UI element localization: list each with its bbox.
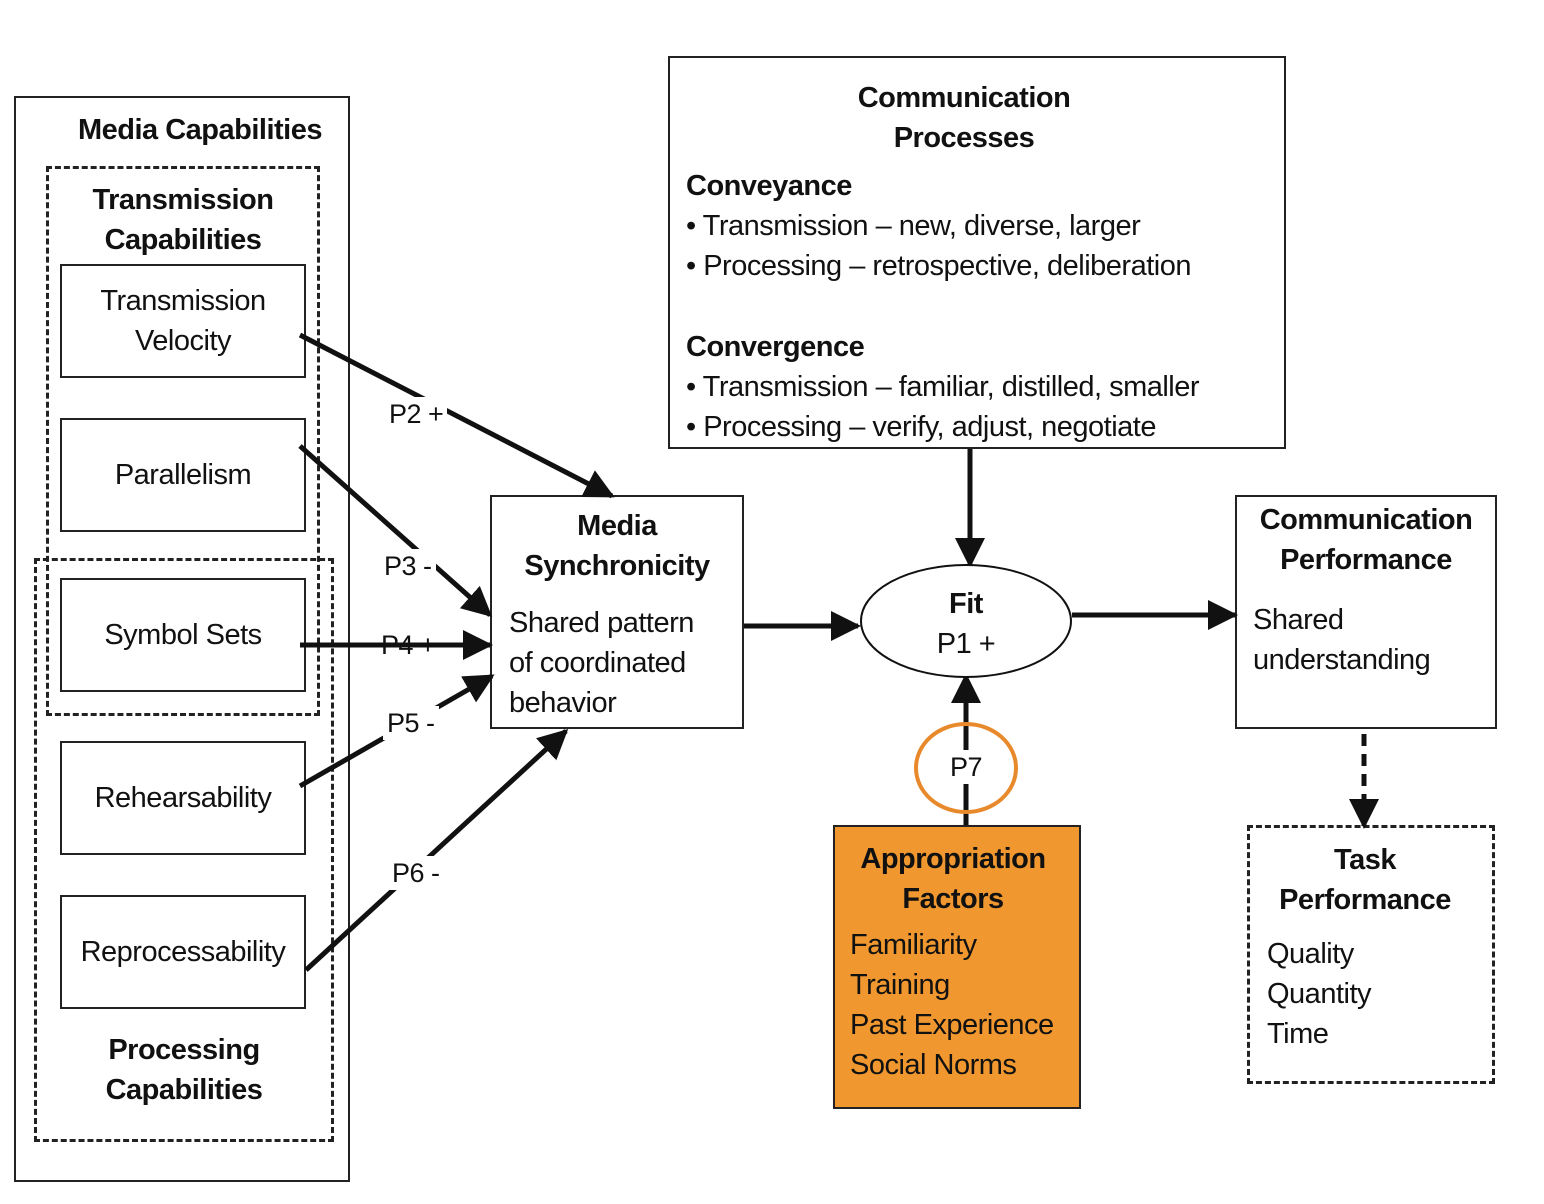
communication-performance-title: Communication Performance xyxy=(1259,504,1473,576)
transmission-capabilities-title: Transmission Capabilities xyxy=(92,184,274,256)
label-p3: P3 - xyxy=(380,549,436,583)
label-p6: P6 - xyxy=(388,856,444,890)
capability-transmission-velocity: Transmission Velocity xyxy=(60,264,306,378)
task-performance-list: Quality Quantity Time xyxy=(1267,934,1487,1054)
media-synchronicity-box xyxy=(490,495,744,729)
conveyance-bullet-transmission: • Transmission – new, diverse, larger xyxy=(686,210,1141,242)
appropriation-item-familiarity: Familiarity xyxy=(850,929,977,961)
processing-capabilities-group xyxy=(34,558,334,1142)
communication-processes-title: Communication Processes xyxy=(857,82,1071,154)
task-item-quantity: Quantity xyxy=(1267,978,1372,1010)
fit-ellipse xyxy=(860,564,1072,678)
convergence-bullet-processing: • Processing – verify, adjust, negotiate xyxy=(686,411,1156,443)
arrow-p2 xyxy=(298,332,615,499)
arrow-p6 xyxy=(304,728,569,972)
convergence-section: Convergence • Transmission – familiar, d… xyxy=(686,327,1282,447)
fit-label: Fit P1 + xyxy=(936,588,996,660)
conveyance-heading: Conveyance xyxy=(686,170,852,202)
appropriation-item-training: Training xyxy=(850,969,950,1001)
task-item-time: Time xyxy=(1267,1018,1329,1050)
convergence-heading: Convergence xyxy=(686,331,865,363)
capability-rehearsability: Rehearsability xyxy=(60,741,306,855)
convergence-bullet-transmission: • Transmission – familiar, distilled, sm… xyxy=(686,371,1200,403)
label-p2: P2 + xyxy=(385,397,448,431)
task-performance-title: Task Performance xyxy=(1279,844,1451,916)
appropriation-factors-list: Familiarity Training Past Experience Soc… xyxy=(850,925,1082,1085)
transmission-capabilities-group xyxy=(46,166,320,716)
processing-capabilities-title: Processing Capabilities xyxy=(105,1034,263,1106)
task-item-quality: Quality xyxy=(1267,938,1354,970)
appropriation-item-social-norms: Social Norms xyxy=(850,1049,1017,1081)
appropriation-factors-title: Appropriation Factors xyxy=(860,843,1046,915)
conveyance-bullet-processing: • Processing – retrospective, deliberati… xyxy=(686,250,1191,282)
label-p5: P5 - xyxy=(383,706,439,740)
p7-highlight-circle xyxy=(914,722,1018,814)
communication-performance-description: Shared understanding xyxy=(1253,604,1431,676)
media-synchronicity-title: Media Synchronicity xyxy=(524,510,710,582)
capability-parallelism: Parallelism xyxy=(60,418,306,532)
communication-performance-box xyxy=(1235,495,1497,729)
label-p4: P4 + xyxy=(381,630,436,660)
media-capabilities-title: Media Capabilities xyxy=(77,114,323,146)
appropriation-factors-box xyxy=(833,825,1081,1109)
arrow-p3 xyxy=(298,444,493,617)
capability-reprocessability: Reprocessability xyxy=(60,895,306,1009)
conveyance-section: Conveyance • Transmission – new, diverse… xyxy=(686,166,1282,286)
media-synchronicity-description: Shared pattern of coordinated behavior xyxy=(509,607,694,719)
communication-processes-box xyxy=(668,56,1286,449)
capability-symbol-sets: Symbol Sets xyxy=(60,578,306,692)
appropriation-item-past-experience: Past Experience xyxy=(850,1009,1054,1041)
